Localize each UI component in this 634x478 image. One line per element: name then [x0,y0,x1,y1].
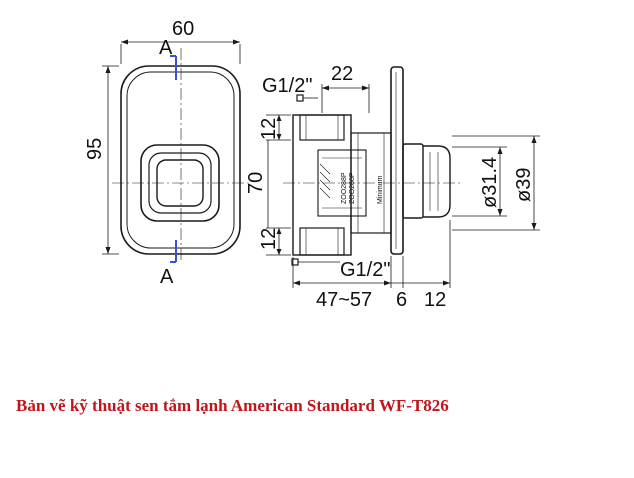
thread-bottom-label: G1/2" [340,259,390,281]
offset-22-label: 22 [331,63,353,85]
port-top-label: 12 [258,118,280,140]
body-mark-2: ZOO288P [349,172,356,204]
drawing-caption: Bản vẽ kỹ thuật sen tắm lạnh American St… [16,396,449,415]
section-label-bottom: A [160,266,174,288]
cover-plate-inner [126,71,235,249]
wall-plate [390,66,404,255]
side-view [266,66,540,288]
side-handle [402,143,424,219]
front-view [102,39,250,263]
cover-plate-outer [120,65,241,255]
section-label-top: A [159,37,173,59]
dia-inner-label: ø31.4 [479,157,501,208]
port-top [299,114,345,141]
plate-thickness-label: 6 [396,289,407,311]
body-height-label: 70 [245,172,267,194]
front-height-label: 95 [84,138,106,160]
handle-depth-label: 12 [424,289,446,311]
port-bottom [299,227,345,256]
front-width-label: 60 [172,18,194,40]
side-handle-cap [423,145,451,218]
dia-outer-label: ø39 [513,168,535,202]
body-mark-3: Minimum [377,175,384,204]
port-bottom-label: 12 [258,228,280,250]
thread-top-label: G1/2" [262,75,312,97]
body-mark-1: ZOO288P [341,172,348,204]
depth-range-label: 47~57 [316,289,372,311]
